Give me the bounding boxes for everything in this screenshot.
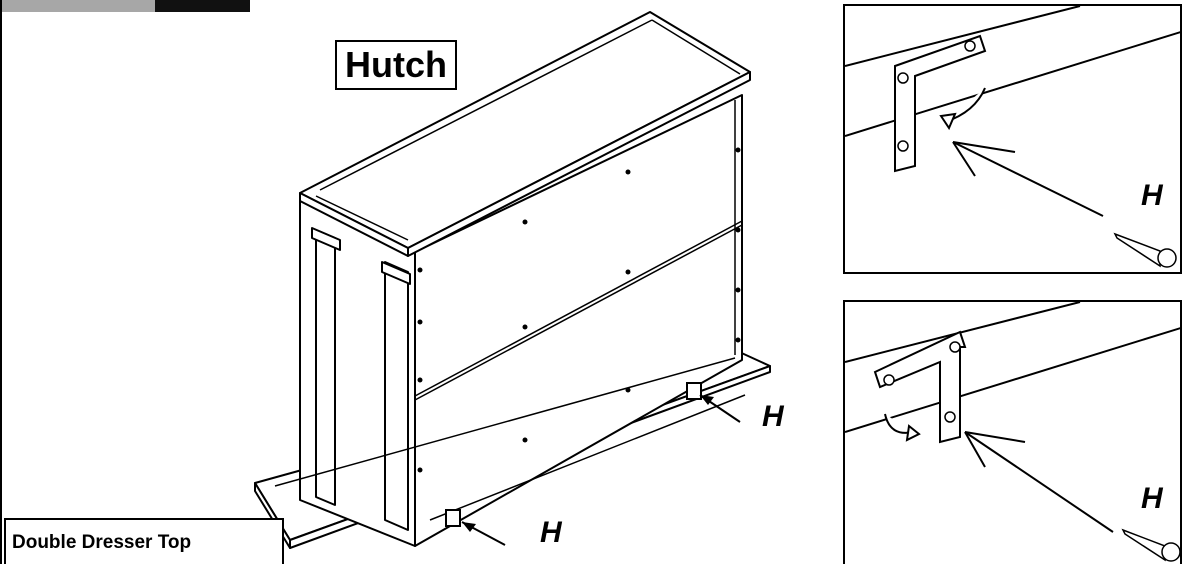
fastener-callout-h: H xyxy=(762,400,784,433)
bracket-detail-drawing xyxy=(845,302,1180,562)
screw-icon xyxy=(1121,528,1180,562)
page-title: Hutch xyxy=(335,40,457,90)
header-tab-black xyxy=(155,0,250,12)
header-tab-gray xyxy=(0,0,155,12)
l-bracket-icon xyxy=(873,330,967,444)
l-bracket-icon xyxy=(686,382,702,400)
detail-panel-lower: H xyxy=(843,300,1182,564)
bracket-detail-drawing xyxy=(845,6,1180,268)
page-left-edge xyxy=(0,0,2,564)
detail-panel-upper: H xyxy=(843,4,1182,274)
fastener-callout-h: H xyxy=(1141,179,1163,212)
fastener-callout-h: H xyxy=(1141,482,1163,515)
base-label: Double Dresser Top xyxy=(12,532,192,553)
l-bracket-icon xyxy=(445,509,461,527)
l-bracket-icon xyxy=(894,34,987,173)
hutch-assembly-drawing xyxy=(254,11,771,549)
base-label-box: Double Dresser Top xyxy=(4,518,284,564)
screw-icon xyxy=(1113,232,1177,268)
fastener-callout-h: H xyxy=(540,516,562,549)
